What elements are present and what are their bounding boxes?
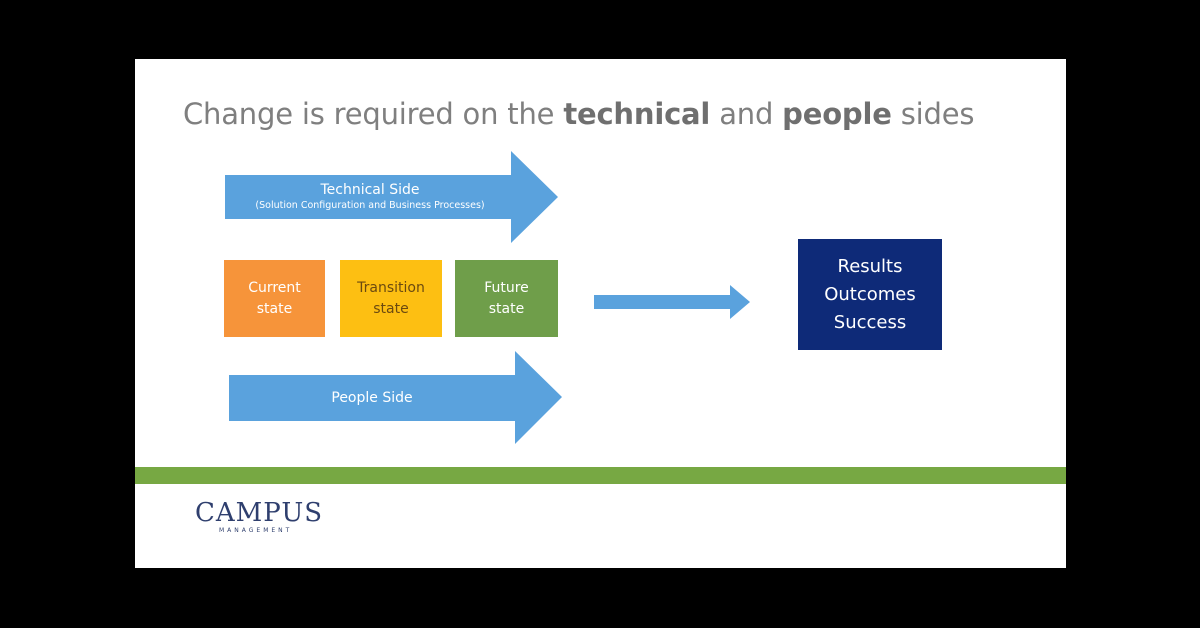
results-arrow	[594, 285, 750, 319]
people-side-arrow	[229, 351, 562, 444]
results-line-3: Success	[833, 311, 907, 333]
campus-management-logo: CAMPUS MANAGEMENT	[195, 499, 323, 535]
current-state-box: Current state	[224, 260, 325, 337]
future-state-box: Future state	[455, 260, 558, 337]
logo-subtext: MANAGEMENT	[219, 527, 293, 534]
current-state-label: Current state	[248, 279, 301, 317]
technical-side-label: Technical Side	[320, 182, 420, 198]
logo-text: CAMPUS	[195, 498, 324, 528]
technical-side-arrow	[225, 151, 558, 243]
title-bold-technical: technical	[563, 97, 711, 131]
technical-side-sublabel: (Solution Configuration and Business Pro…	[255, 200, 485, 211]
footer-divider	[135, 467, 1066, 484]
title-middle: and	[710, 97, 783, 131]
title-suffix: sides	[891, 97, 975, 131]
transition-state-box: Transition state	[340, 260, 442, 337]
people-side-label: People Side	[331, 390, 413, 406]
presentation-slide: Change is required on the technical and …	[135, 59, 1066, 568]
transition-state-label: Transition state	[357, 279, 425, 317]
technical-side-label-group: Technical Side (Solution Configuration a…	[225, 181, 515, 213]
slide-title: Change is required on the technical and …	[183, 97, 974, 131]
results-box: Results Outcomes Success	[798, 239, 942, 350]
future-state-label: Future state	[484, 279, 529, 317]
title-prefix: Change is required on the	[183, 97, 564, 131]
results-line-1: Results	[837, 255, 903, 277]
title-bold-people: people	[782, 97, 892, 131]
results-line-2: Outcomes	[824, 283, 916, 305]
